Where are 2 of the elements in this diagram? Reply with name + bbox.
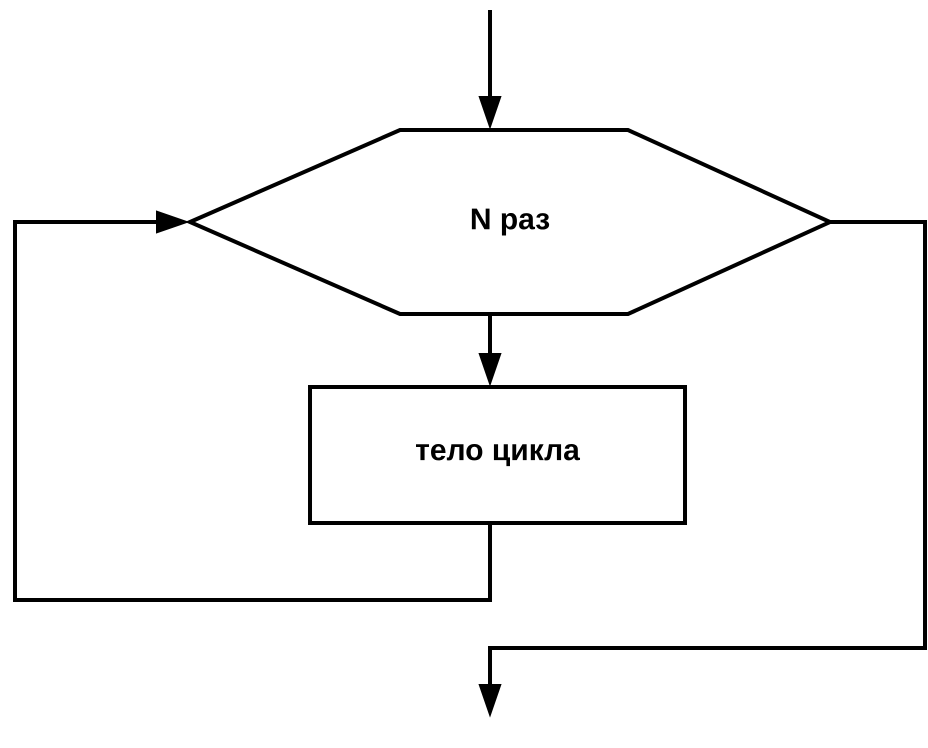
process-box: тело цикла [308, 385, 687, 525]
arrow [13, 210, 492, 602]
